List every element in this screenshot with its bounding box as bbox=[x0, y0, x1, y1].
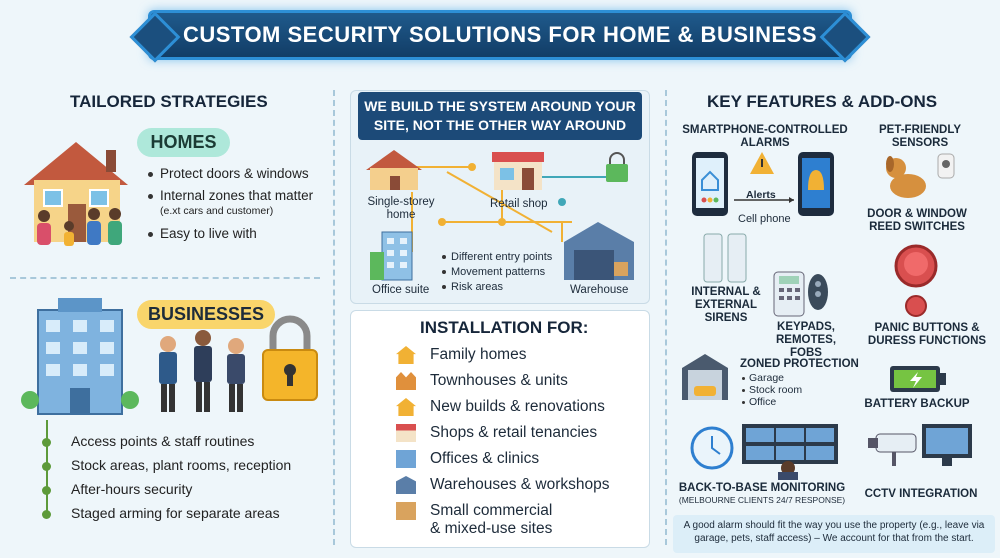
install-item-new-builds: New builds & renovations bbox=[396, 394, 609, 420]
house-family-illustration bbox=[24, 142, 128, 246]
siren-illustration bbox=[703, 233, 747, 283]
zone-item-garage: Garage bbox=[742, 372, 802, 384]
shop-icon bbox=[396, 424, 416, 442]
business-bullet-1: Access points & staff routines bbox=[42, 432, 332, 456]
site-map-illustration bbox=[366, 150, 634, 281]
divider-left bbox=[333, 90, 335, 545]
business-bullet-3: After-hours security bbox=[42, 480, 332, 504]
risk-point-1: Different entry points bbox=[442, 250, 552, 265]
install-item-mixed-use: & mixed-use sites bbox=[430, 520, 553, 537]
system-title: WE BUILD THE SYSTEM AROUND YOUR SITE, NO… bbox=[364, 98, 636, 133]
business-bullet-4: Staged arming for separate areas bbox=[42, 504, 332, 528]
homes-pill: HOMES bbox=[137, 128, 230, 157]
monitoring-station-illustration bbox=[690, 424, 838, 480]
install-item-family-homes: Family homes bbox=[396, 342, 609, 368]
risk-points: Different entry points Movement patterns… bbox=[442, 250, 552, 295]
install-item-townhouses: Townhouses & units bbox=[396, 368, 609, 394]
title-banner: CUSTOM SECURITY SOLUTIONS FOR HOME & BUS… bbox=[148, 10, 852, 60]
risk-point-3: Risk areas bbox=[442, 280, 552, 295]
pet-friendly-label: PET-FRIENDLY SENSORS bbox=[878, 124, 961, 149]
label-home: Single-storey home bbox=[367, 196, 435, 221]
system-title-box: WE BUILD THE SYSTEM AROUND YOUR SITE, NO… bbox=[358, 92, 642, 140]
smartphone-label: SMARTPHONE-CONTROLLED ALARMS bbox=[682, 124, 848, 149]
risk-point-2: Movement patterns bbox=[442, 265, 552, 280]
homes-bullet-3: Easy to live with bbox=[148, 225, 333, 243]
install-item-shops: Shops & retail tenancies bbox=[396, 420, 609, 446]
keypad-fob-illustration bbox=[773, 271, 828, 317]
label-warehouse: Warehouse bbox=[570, 284, 629, 296]
zone-item-office: Office bbox=[742, 396, 802, 408]
warehouse-icon bbox=[396, 476, 416, 494]
cctv-label: CCTV INTEGRATION bbox=[864, 488, 978, 500]
bottom-note: A good alarm should fit the way you use … bbox=[673, 515, 995, 553]
cell-phone-label: Cell phone bbox=[738, 213, 791, 225]
panic-button-illustration bbox=[894, 244, 938, 317]
page-title: CUSTOM SECURITY SOLUTIONS FOR HOME & BUS… bbox=[182, 22, 818, 47]
note-text: A good alarm should fit the way you use … bbox=[683, 520, 985, 544]
install-item-offices: Offices & clinics bbox=[396, 446, 609, 472]
tailored-heading: TAILORED STRATEGIES bbox=[70, 92, 268, 111]
homes-bullets: Protect doors & windows Internal zones t… bbox=[148, 165, 333, 243]
divider-horizontal bbox=[10, 277, 320, 279]
homes-bullet-2: Internal zones that matter bbox=[148, 187, 333, 205]
cctv-camera-icon bbox=[868, 424, 972, 466]
label-shop: Retail shop bbox=[490, 198, 548, 210]
house-icon bbox=[396, 346, 416, 364]
house-build-icon bbox=[396, 398, 416, 416]
homes-bullet-1: Protect doors & windows bbox=[148, 165, 333, 183]
battery-label: BATTERY BACKUP bbox=[864, 398, 970, 410]
businesses-label: BUSINESSES bbox=[147, 304, 265, 324]
zone-list: Garage Stock room Office bbox=[742, 372, 802, 408]
zoned-label: ZONED PROTECTION bbox=[740, 358, 859, 370]
install-item-warehouses: Warehouses & workshops bbox=[396, 472, 609, 498]
reed-switch-label: DOOR & WINDOW REED SWITCHES bbox=[867, 208, 967, 233]
alerts-label: Alerts bbox=[746, 189, 776, 201]
zone-item-stock: Stock room bbox=[742, 384, 802, 396]
homes-label: HOMES bbox=[150, 132, 217, 152]
business-bullet-2: Stock areas, plant rooms, reception bbox=[42, 456, 332, 480]
townhouse-icon bbox=[396, 372, 416, 390]
divider-right bbox=[665, 90, 667, 545]
homes-bullet-2-sub: (e.xt cars and customer) bbox=[160, 205, 274, 217]
dog-sensor-illustration bbox=[886, 153, 955, 198]
businesses-pill: BUSINESSES bbox=[137, 300, 275, 329]
garage-illustration bbox=[682, 354, 728, 400]
office-building-illustration bbox=[21, 298, 318, 415]
commercial-building-icon bbox=[396, 502, 416, 520]
installation-list: Family homes Townhouses & units New buil… bbox=[396, 342, 609, 538]
label-office: Office suite bbox=[372, 284, 430, 296]
monitoring-sublabel: (MELBOURNE CLIENTS 24/7 RESPONSE) bbox=[678, 495, 846, 505]
business-bullets: Access points & staff routines Stock are… bbox=[42, 432, 332, 528]
install-item-commercial: Small commercial bbox=[396, 502, 609, 520]
installation-title: INSTALLATION FOR: bbox=[420, 318, 589, 337]
battery-icon bbox=[890, 366, 946, 392]
smartphone-alarms-illustration bbox=[692, 152, 834, 216]
monitoring-label: BACK-TO-BASE MONITORING bbox=[678, 482, 846, 494]
office-icon bbox=[396, 450, 416, 468]
sirens-label: INTERNAL & EXTERNAL SIRENS bbox=[691, 286, 761, 324]
keypads-label: KEYPADS, REMOTES, FOBS bbox=[775, 321, 837, 359]
features-heading: KEY FEATURES & ADD-ONS bbox=[707, 92, 938, 111]
panic-label: PANIC BUTTONS & DURESS FUNCTIONS bbox=[867, 322, 987, 347]
